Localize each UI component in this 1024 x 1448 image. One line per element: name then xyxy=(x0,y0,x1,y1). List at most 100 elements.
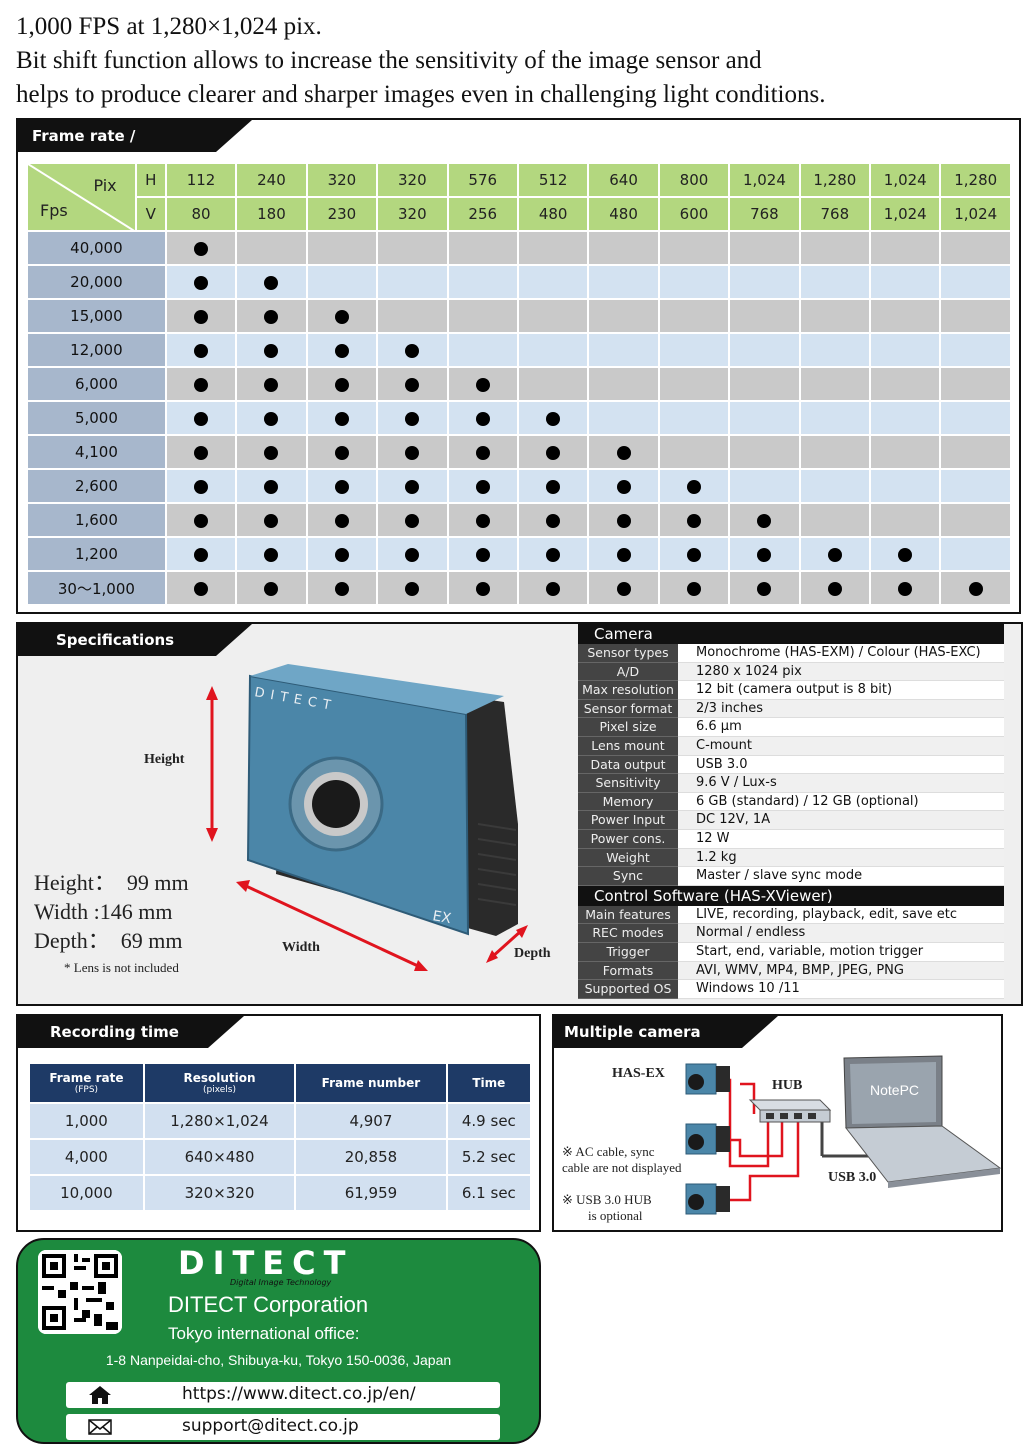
support-cell xyxy=(587,332,660,368)
spec-value: 12 bit (camera output is 8 bit) xyxy=(678,681,1004,700)
supported-dot xyxy=(264,445,279,460)
mail-icon xyxy=(88,1419,112,1435)
support-cell xyxy=(657,400,731,436)
recording-header-label: Frame number xyxy=(321,1076,421,1090)
support-cell xyxy=(657,502,731,538)
h-resolution-cell: 320 xyxy=(376,162,449,198)
support-cell xyxy=(305,366,379,402)
recording-cell: 4,907 xyxy=(294,1102,448,1140)
ditect-logo: DITECT xyxy=(178,1244,354,1282)
hub-label: HUB xyxy=(772,1078,803,1093)
recording-cell: 5.2 sec xyxy=(445,1138,533,1176)
supported-dot xyxy=(264,479,279,494)
supported-dot xyxy=(264,275,279,290)
recording-cell: 4,000 xyxy=(28,1138,145,1176)
h-axis-label: H xyxy=(134,162,167,198)
support-cell xyxy=(869,264,942,300)
frame-rate-row: 20,000 xyxy=(26,264,1012,300)
v-resolution-cell: 180 xyxy=(235,196,308,232)
spec-key: Sensor types xyxy=(578,644,678,663)
height-label: Height xyxy=(144,752,185,767)
support-cell xyxy=(587,400,660,436)
supported-dot xyxy=(686,479,701,494)
spec-key: Sensitivity xyxy=(578,774,678,793)
supported-dot xyxy=(194,445,209,460)
fps-cell: 6,000 xyxy=(26,366,167,402)
website-link[interactable]: https://www.ditect.co.jp/en/ xyxy=(66,1382,500,1408)
fps-cell: 20,000 xyxy=(26,264,167,300)
multiple-camera-panel: Multiple camera setup xyxy=(552,1014,1003,1232)
supported-dot xyxy=(686,513,701,528)
support-cell xyxy=(798,400,872,436)
support-cell xyxy=(235,400,308,436)
support-cell xyxy=(798,264,872,300)
fps-cell: 30〜1,000 xyxy=(26,570,167,606)
support-cell xyxy=(305,298,379,334)
supported-dot xyxy=(264,411,279,426)
support-cell xyxy=(164,366,238,402)
support-cell xyxy=(798,366,872,402)
support-cell xyxy=(446,570,519,606)
fps-cell: 40,000 xyxy=(26,230,167,266)
camera-top-face xyxy=(250,664,504,714)
supported-dot xyxy=(194,581,209,596)
supported-dot xyxy=(757,547,772,562)
spec-key: Main features xyxy=(578,905,678,925)
h-resolution-cell: 320 xyxy=(305,162,379,198)
website-url[interactable]: https://www.ditect.co.jp/en/ xyxy=(182,1384,416,1404)
camera-illustration: DITECT EX xyxy=(206,664,528,971)
supported-dot xyxy=(264,343,279,358)
spec-row: Power cons.12 W xyxy=(578,829,1004,849)
supported-dot xyxy=(546,411,561,426)
supported-dot xyxy=(686,581,701,596)
spec-value: 6 GB (standard) / 12 GB (optional) xyxy=(678,792,1004,812)
company-address: 1-8 Nanpeidai-cho, Shibuya-ku, Tokyo 150… xyxy=(105,1352,452,1368)
support-cell xyxy=(446,502,519,538)
support-cell xyxy=(516,264,590,300)
supported-dot xyxy=(334,309,349,324)
laptop xyxy=(843,1055,1001,1188)
support-cell xyxy=(446,298,519,334)
support-cell xyxy=(516,434,590,470)
email-link[interactable]: support@ditect.co.jp xyxy=(66,1414,500,1440)
supported-dot xyxy=(194,377,209,392)
h-resolution-cell: 640 xyxy=(587,162,660,198)
v-resolution-cell: 480 xyxy=(587,196,660,232)
support-cell xyxy=(376,536,449,572)
h-resolution-cell: 800 xyxy=(657,162,731,198)
supported-dot xyxy=(194,513,209,528)
camera-fins xyxy=(477,823,517,906)
support-cell xyxy=(939,332,1012,368)
spec-value: Monochrome (HAS-EXM) / Colour (HAS-EXC) xyxy=(678,644,1004,663)
support-cell xyxy=(939,468,1012,504)
supported-dot xyxy=(334,513,349,528)
fps-cell: 4,100 xyxy=(26,434,167,470)
supported-dot xyxy=(264,377,279,392)
supported-dot xyxy=(757,581,772,596)
supported-dot xyxy=(194,309,209,324)
camera-unit-2 xyxy=(685,1123,730,1155)
support-cell xyxy=(728,502,801,538)
email-address[interactable]: support@ditect.co.jp xyxy=(182,1416,359,1436)
supported-dot xyxy=(616,547,631,562)
spec-value: Normal / endless xyxy=(678,924,1004,943)
supported-dot xyxy=(405,445,420,460)
support-cell xyxy=(235,366,308,402)
support-cell xyxy=(657,468,731,504)
support-cell xyxy=(587,298,660,334)
qr-code[interactable] xyxy=(38,1250,122,1334)
support-cell xyxy=(869,366,942,402)
supported-dot xyxy=(898,581,913,596)
supported-dot xyxy=(264,513,279,528)
supported-dot xyxy=(475,547,490,562)
supported-dot xyxy=(264,547,279,562)
spec-key: REC modes xyxy=(578,924,678,943)
camera-illustration-area: Specifications DITECT EX xyxy=(18,624,578,1004)
supported-dot xyxy=(686,547,701,562)
h-resolution-cell: 1,280 xyxy=(798,162,872,198)
spec-value: 9.6 V / Lux-s xyxy=(678,774,1004,793)
